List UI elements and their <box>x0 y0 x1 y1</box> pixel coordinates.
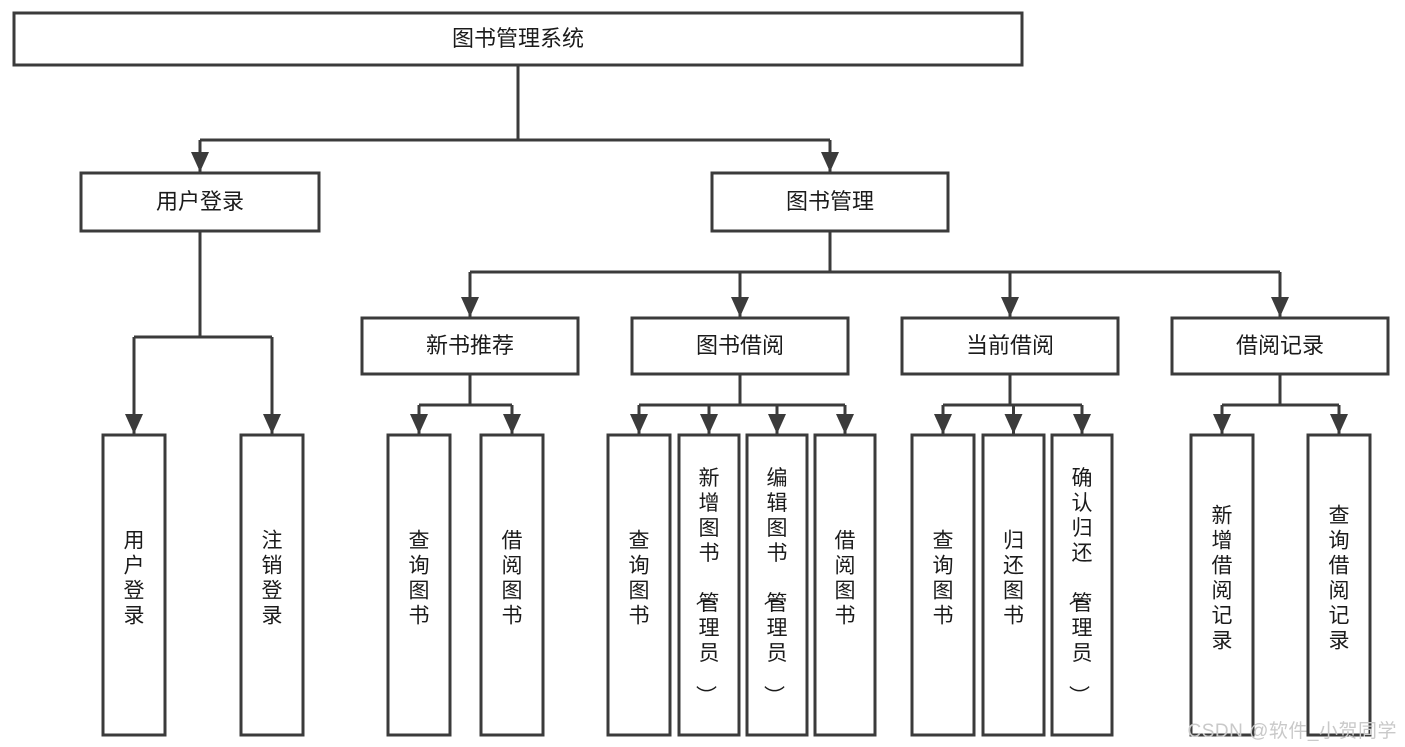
node-label: 图书借阅 <box>696 333 784 358</box>
node-label: 查询图书 <box>409 530 430 628</box>
node-box <box>239 433 305 737</box>
node-label: 用户登录 <box>156 189 244 214</box>
node-box <box>900 316 1120 376</box>
arrow-head-icon <box>1004 414 1023 434</box>
arrow-head-icon <box>630 414 648 434</box>
arrow-head-icon <box>1330 414 1348 434</box>
node-label: 查询图书 <box>629 530 650 628</box>
node-leaf-user-login[interactable]: 用户登录 <box>101 433 167 737</box>
node-label: 用户登录 <box>124 530 145 628</box>
arrow-head-icon <box>934 414 952 434</box>
node-box <box>910 433 976 737</box>
node-leaf-logout[interactable]: 注销登录 <box>239 433 305 737</box>
node-box <box>630 316 850 376</box>
node-label: 新增图书（管理员） <box>694 467 720 706</box>
connectors-layer <box>125 65 1348 434</box>
node-book-borrow[interactable]: 图书借阅 <box>630 316 850 376</box>
arrow-head-icon <box>768 414 786 434</box>
node-label: 确认归还（管理员） <box>1067 467 1093 706</box>
node-label: 归还图书 <box>1003 530 1024 628</box>
node-leaf-return-book[interactable]: 归还图书 <box>981 433 1046 737</box>
node-leaf-add-record[interactable]: 新增借阅记录 <box>1189 433 1255 737</box>
node-user-login[interactable]: 用户登录 <box>79 171 321 233</box>
node-label: 新增借阅记录 <box>1212 505 1233 653</box>
arrow-head-icon <box>700 414 718 434</box>
node-box <box>1050 433 1114 737</box>
node-label: 图书管理系统 <box>452 26 584 51</box>
node-leaf-query-record[interactable]: 查询借阅记录 <box>1306 433 1372 737</box>
node-leaf-borrow-book-2[interactable]: 借阅图书 <box>813 433 877 737</box>
node-box <box>101 433 167 737</box>
watermark-label: CSDN @软件_小贺同学 <box>1187 721 1397 742</box>
node-box <box>360 316 580 376</box>
arrow-head-icon <box>1271 297 1289 317</box>
arrow-head-icon <box>410 414 428 434</box>
arrow-head-icon <box>461 297 479 317</box>
arrow-head-icon <box>1213 414 1231 434</box>
node-leaf-add-book[interactable]: 新增图书（管理员） <box>677 433 741 737</box>
node-leaf-edit-book[interactable]: 编辑图书（管理员） <box>745 433 809 737</box>
node-label: 查询借阅记录 <box>1329 505 1350 653</box>
node-box <box>606 433 672 737</box>
node-title-book-management-system[interactable]: 图书管理系统 <box>12 11 1024 67</box>
node-box <box>479 433 545 737</box>
node-box <box>79 171 321 233</box>
node-leaf-borrow-book-1[interactable]: 借阅图书 <box>479 433 545 737</box>
node-leaf-query-book-1[interactable]: 查询图书 <box>386 433 452 737</box>
node-box <box>710 171 950 233</box>
node-box <box>12 11 1024 67</box>
node-label: 新书推荐 <box>426 333 514 358</box>
arrow-head-icon <box>125 414 143 434</box>
node-book-manage[interactable]: 图书管理 <box>710 171 950 233</box>
arrow-head-icon <box>503 414 521 434</box>
node-leaf-query-book-3[interactable]: 查询图书 <box>910 433 976 737</box>
node-new-book-recommend[interactable]: 新书推荐 <box>360 316 580 376</box>
node-label: 查询图书 <box>933 530 954 628</box>
node-box <box>813 433 877 737</box>
arrow-head-icon <box>263 414 281 434</box>
node-label: 借阅记录 <box>1236 333 1324 358</box>
nodes-layer: 图书管理系统用户登录图书管理新书推荐图书借阅当前借阅借阅记录用户登录注销登录查询… <box>12 11 1390 737</box>
node-current-borrow[interactable]: 当前借阅 <box>900 316 1120 376</box>
node-label: 借阅图书 <box>835 530 856 628</box>
node-box <box>677 433 741 737</box>
node-leaf-confirm-return[interactable]: 确认归还（管理员） <box>1050 433 1114 737</box>
node-box <box>1306 433 1372 737</box>
arrow-head-icon <box>821 152 839 172</box>
node-box <box>1189 433 1255 737</box>
node-box <box>981 433 1046 737</box>
arrow-head-icon <box>731 297 749 317</box>
node-label: 借阅图书 <box>502 530 523 628</box>
node-box <box>386 433 452 737</box>
node-box <box>745 433 809 737</box>
node-label: 编辑图书（管理员） <box>762 467 788 706</box>
node-label: 注销登录 <box>262 530 283 628</box>
arrow-head-icon <box>1073 414 1091 434</box>
arrow-head-icon <box>191 152 209 172</box>
arrow-head-icon <box>1001 297 1019 317</box>
node-label: 图书管理 <box>786 189 874 214</box>
node-label: 当前借阅 <box>966 333 1054 358</box>
node-borrow-record[interactable]: 借阅记录 <box>1170 316 1390 376</box>
node-leaf-query-book-2[interactable]: 查询图书 <box>606 433 672 737</box>
arrow-head-icon <box>836 414 854 434</box>
node-box <box>1170 316 1390 376</box>
